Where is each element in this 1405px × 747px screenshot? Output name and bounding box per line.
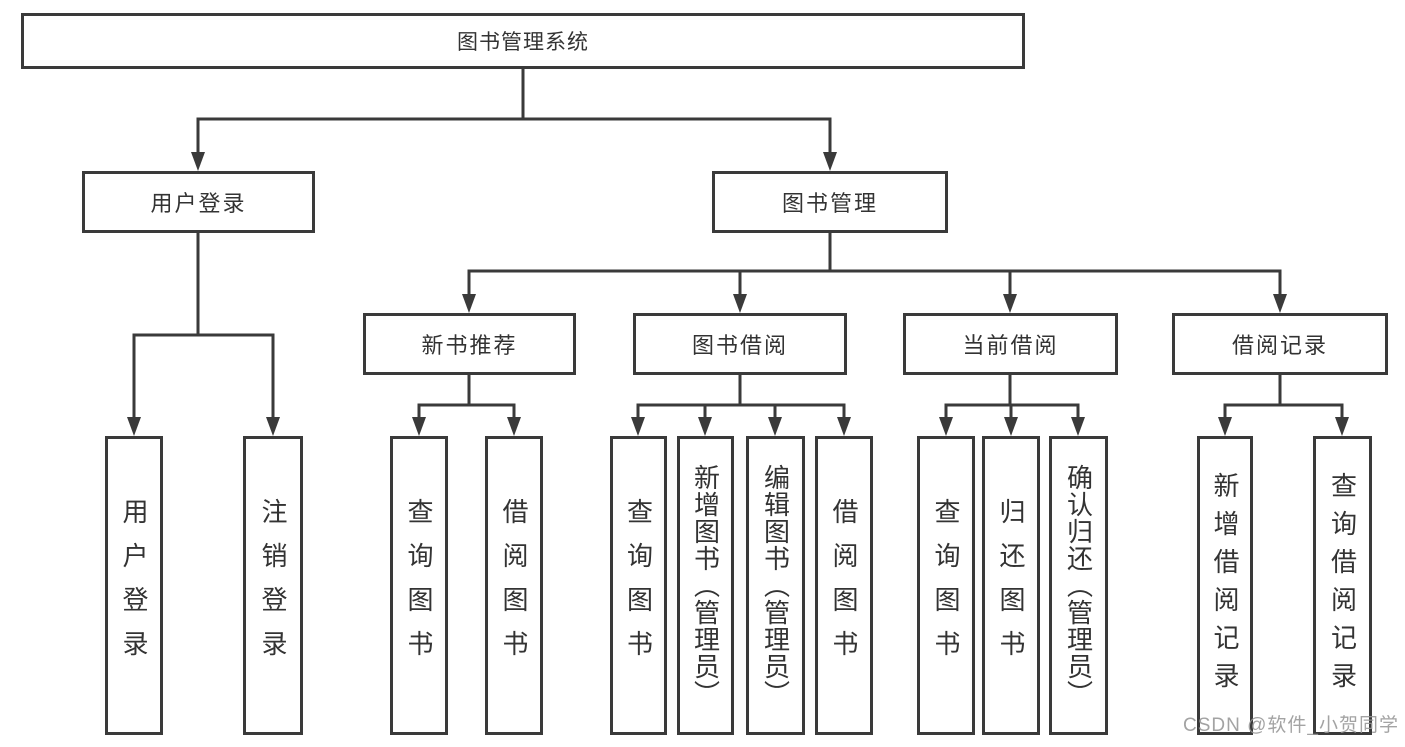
leaf-confirm-return-admin-label: 确认归还（管理员） xyxy=(1063,464,1094,707)
node-book-management: 图书管理 xyxy=(712,171,948,233)
leaf-borrow-books-recommend: 借阅图书 xyxy=(485,436,543,735)
leaf-query-books-current-label: 查询图书 xyxy=(931,497,961,674)
node-root-label: 图书管理系统 xyxy=(457,31,589,54)
leaf-user-login-label: 用户登录 xyxy=(119,497,149,674)
leaf-edit-books-admin: 编辑图书（管理员） xyxy=(746,436,805,735)
node-book-borrowing-label: 图书借阅 xyxy=(691,333,788,358)
node-root: 图书管理系统 xyxy=(21,13,1025,69)
node-book-management-label: 图书管理 xyxy=(781,191,878,216)
node-borrowing-records-label: 借阅记录 xyxy=(1231,333,1328,358)
leaf-borrow-books-recommend-label: 借阅图书 xyxy=(499,497,529,674)
node-current-borrowing: 当前借阅 xyxy=(903,313,1118,375)
leaf-add-borrow-record-label: 新增借阅记录 xyxy=(1210,471,1240,700)
arrowheads xyxy=(127,152,1349,436)
leaf-query-books-borrowing: 查询图书 xyxy=(610,436,667,735)
leaf-logout-label: 注销登录 xyxy=(258,497,288,674)
leaf-borrow-books-borrowing: 借阅图书 xyxy=(815,436,873,735)
node-new-book-recommend: 新书推荐 xyxy=(363,313,576,375)
leaf-return-books-label: 归还图书 xyxy=(996,497,1026,674)
leaf-edit-books-admin-label: 编辑图书（管理员） xyxy=(760,464,791,707)
leaf-return-books: 归还图书 xyxy=(982,436,1040,735)
leaf-query-borrow-record-label: 查询借阅记录 xyxy=(1327,471,1358,700)
leaf-confirm-return-admin: 确认归还（管理员） xyxy=(1049,436,1108,735)
node-user-login-label: 用户登录 xyxy=(150,191,247,216)
leaf-borrow-books-borrowing-label: 借阅图书 xyxy=(829,497,859,674)
leaf-add-borrow-record: 新增借阅记录 xyxy=(1197,436,1253,735)
node-book-borrowing: 图书借阅 xyxy=(633,313,847,375)
leaf-logout: 注销登录 xyxy=(243,436,303,735)
node-borrowing-records: 借阅记录 xyxy=(1172,313,1388,375)
node-new-book-recommend-label: 新书推荐 xyxy=(421,333,518,358)
node-user-login: 用户登录 xyxy=(82,171,315,233)
leaf-query-books-recommend-label: 查询图书 xyxy=(404,497,434,674)
leaf-user-login: 用户登录 xyxy=(105,436,163,735)
leaf-query-books-borrowing-label: 查询图书 xyxy=(623,497,654,674)
leaf-add-books-admin-label: 新增图书（管理员） xyxy=(690,464,721,707)
leaf-query-books-current: 查询图书 xyxy=(917,436,975,735)
csdn-watermark: CSDN @软件_小贺同学 xyxy=(1183,715,1399,736)
leaf-query-borrow-record: 查询借阅记录 xyxy=(1313,436,1372,735)
leaf-add-books-admin: 新增图书（管理员） xyxy=(677,436,734,735)
leaf-query-books-recommend: 查询图书 xyxy=(390,436,448,735)
node-current-borrowing-label: 当前借阅 xyxy=(962,333,1059,358)
